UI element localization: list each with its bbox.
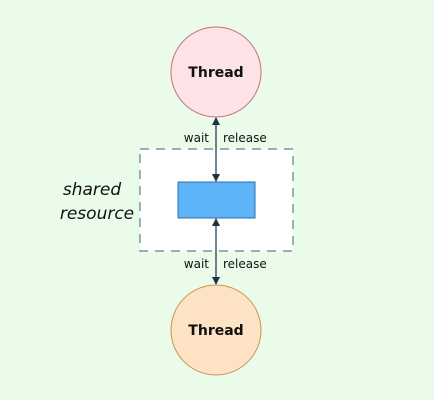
bottom-edge-wait-label: wait [184,257,210,271]
shared-resource-label-line1: shared [63,180,121,200]
bottom-thread-node [170,284,262,376]
bottom-thread-label: Thread [188,323,243,339]
shared-resource-label-line2: resource [60,204,134,224]
shared-resource-box [177,181,256,219]
top-edge-wait-label: wait [184,131,210,145]
bottom-edge-release-label: release [223,257,267,271]
top-thread-label: Thread [188,65,243,81]
top-edge-release-label: release [223,131,267,145]
